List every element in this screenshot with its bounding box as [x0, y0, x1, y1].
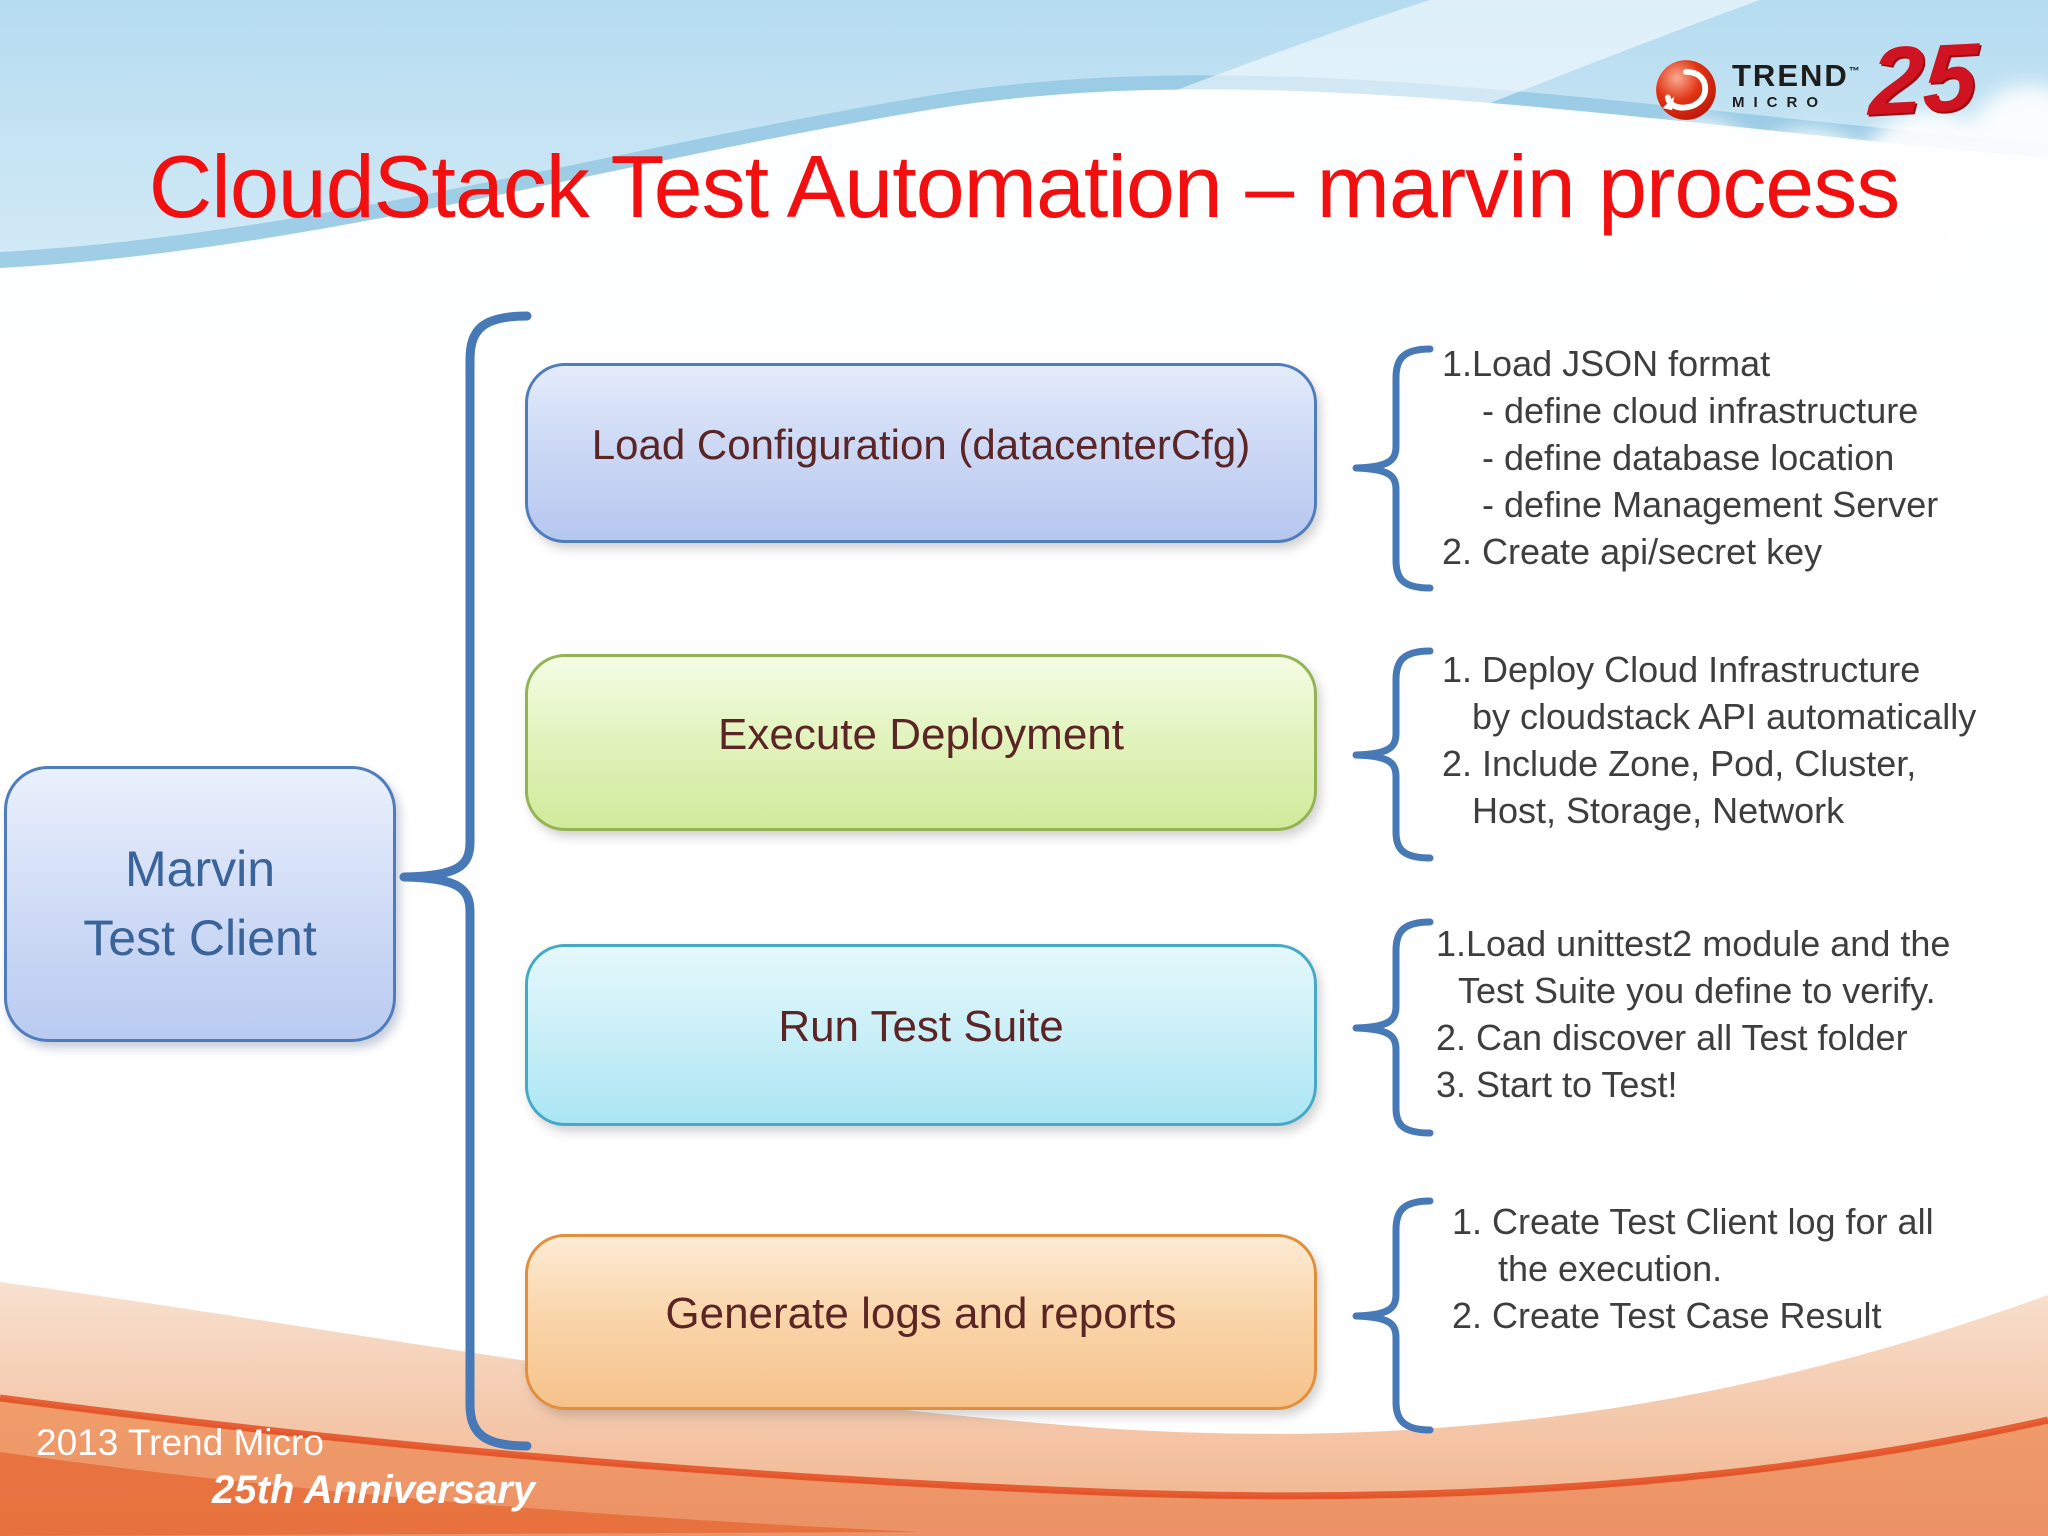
- trendmicro-logo: TREND™ MICRO 25: [1640, 23, 2000, 154]
- note-line: 2. Create Test Case Result: [1452, 1295, 1882, 1336]
- note-line: 1.Load JSON format: [1442, 343, 1771, 384]
- notes-load-configuration: 1.Load JSON format - define cloud infras…: [1442, 340, 2048, 575]
- notes-generate-logs: 1. Create Test Client log for all the ex…: [1452, 1198, 2048, 1339]
- page-title: CloudStack Test Automation – marvin proc…: [148, 137, 1900, 236]
- footer-anniversary: 25th Anniversary: [212, 1468, 536, 1512]
- note-line: Host, Storage, Network: [1472, 790, 1845, 831]
- logo-wordmark: TREND™ MICRO: [1732, 60, 1860, 110]
- note-line: 2. Can discover all Test folder: [1436, 1017, 1908, 1058]
- note-line: - define Management Server: [1482, 484, 1939, 525]
- step-box-generate-logs: Generate logs and reports: [525, 1234, 1317, 1410]
- brace-step-1: [1352, 345, 1434, 592]
- note-line: 1.Load unittest2 module and the: [1436, 923, 1951, 964]
- step-label: Execute Deployment: [718, 709, 1124, 759]
- note-line: by cloudstack API automatically: [1472, 696, 1977, 737]
- notes-execute-deployment: 1. Deploy Cloud Infrastructure by clouds…: [1442, 646, 2048, 834]
- trendmicro-ball-icon: [1656, 60, 1716, 120]
- note-line: 1. Create Test Client log for all: [1452, 1201, 1934, 1242]
- logo-brand-bottom: MICRO: [1732, 94, 1827, 111]
- note-line: 2. Create api/secret key: [1442, 531, 1823, 572]
- brace-step-3: [1352, 918, 1434, 1137]
- anniversary-25-mark: 25: [1866, 23, 1980, 136]
- note-line: the execution.: [1498, 1248, 1723, 1289]
- trademark-symbol: ™: [1848, 65, 1860, 78]
- client-label-line2: Test Client: [83, 910, 317, 966]
- note-line: - define database location: [1482, 437, 1895, 478]
- note-line: 1. Deploy Cloud Infrastructure: [1442, 649, 1921, 690]
- step-label: Generate logs and reports: [665, 1289, 1177, 1338]
- step-box-execute-deployment: Execute Deployment: [525, 654, 1317, 831]
- note-line: 3. Start to Test!: [1436, 1064, 1678, 1105]
- step-box-run-test-suite: Run Test Suite: [525, 944, 1317, 1126]
- note-line: - define cloud infrastructure: [1482, 390, 1919, 431]
- footer-year-brand: 2013 Trend Micro: [36, 1422, 324, 1463]
- note-line: Test Suite you define to verify.: [1458, 970, 1936, 1011]
- logo-brand-top: TREND™: [1732, 58, 1860, 93]
- big-left-bracket: [399, 311, 532, 1451]
- notes-run-test-suite: 1.Load unittest2 module and the Test Sui…: [1436, 920, 2048, 1108]
- step-box-load-configuration: Load Configuration (datacenterCfg): [525, 363, 1317, 543]
- note-line: 2. Include Zone, Pod, Cluster,: [1442, 743, 1917, 784]
- orange-wave: [0, 1398, 2048, 1536]
- step-label: Load Configuration (datacenterCfg): [591, 421, 1251, 468]
- marvin-test-client-box: Marvin Test Client: [4, 766, 396, 1042]
- brace-step-2: [1352, 647, 1434, 862]
- brace-step-4: [1352, 1197, 1434, 1434]
- step-label: Run Test Suite: [778, 1002, 1064, 1051]
- client-label-line1: Marvin: [124, 841, 276, 897]
